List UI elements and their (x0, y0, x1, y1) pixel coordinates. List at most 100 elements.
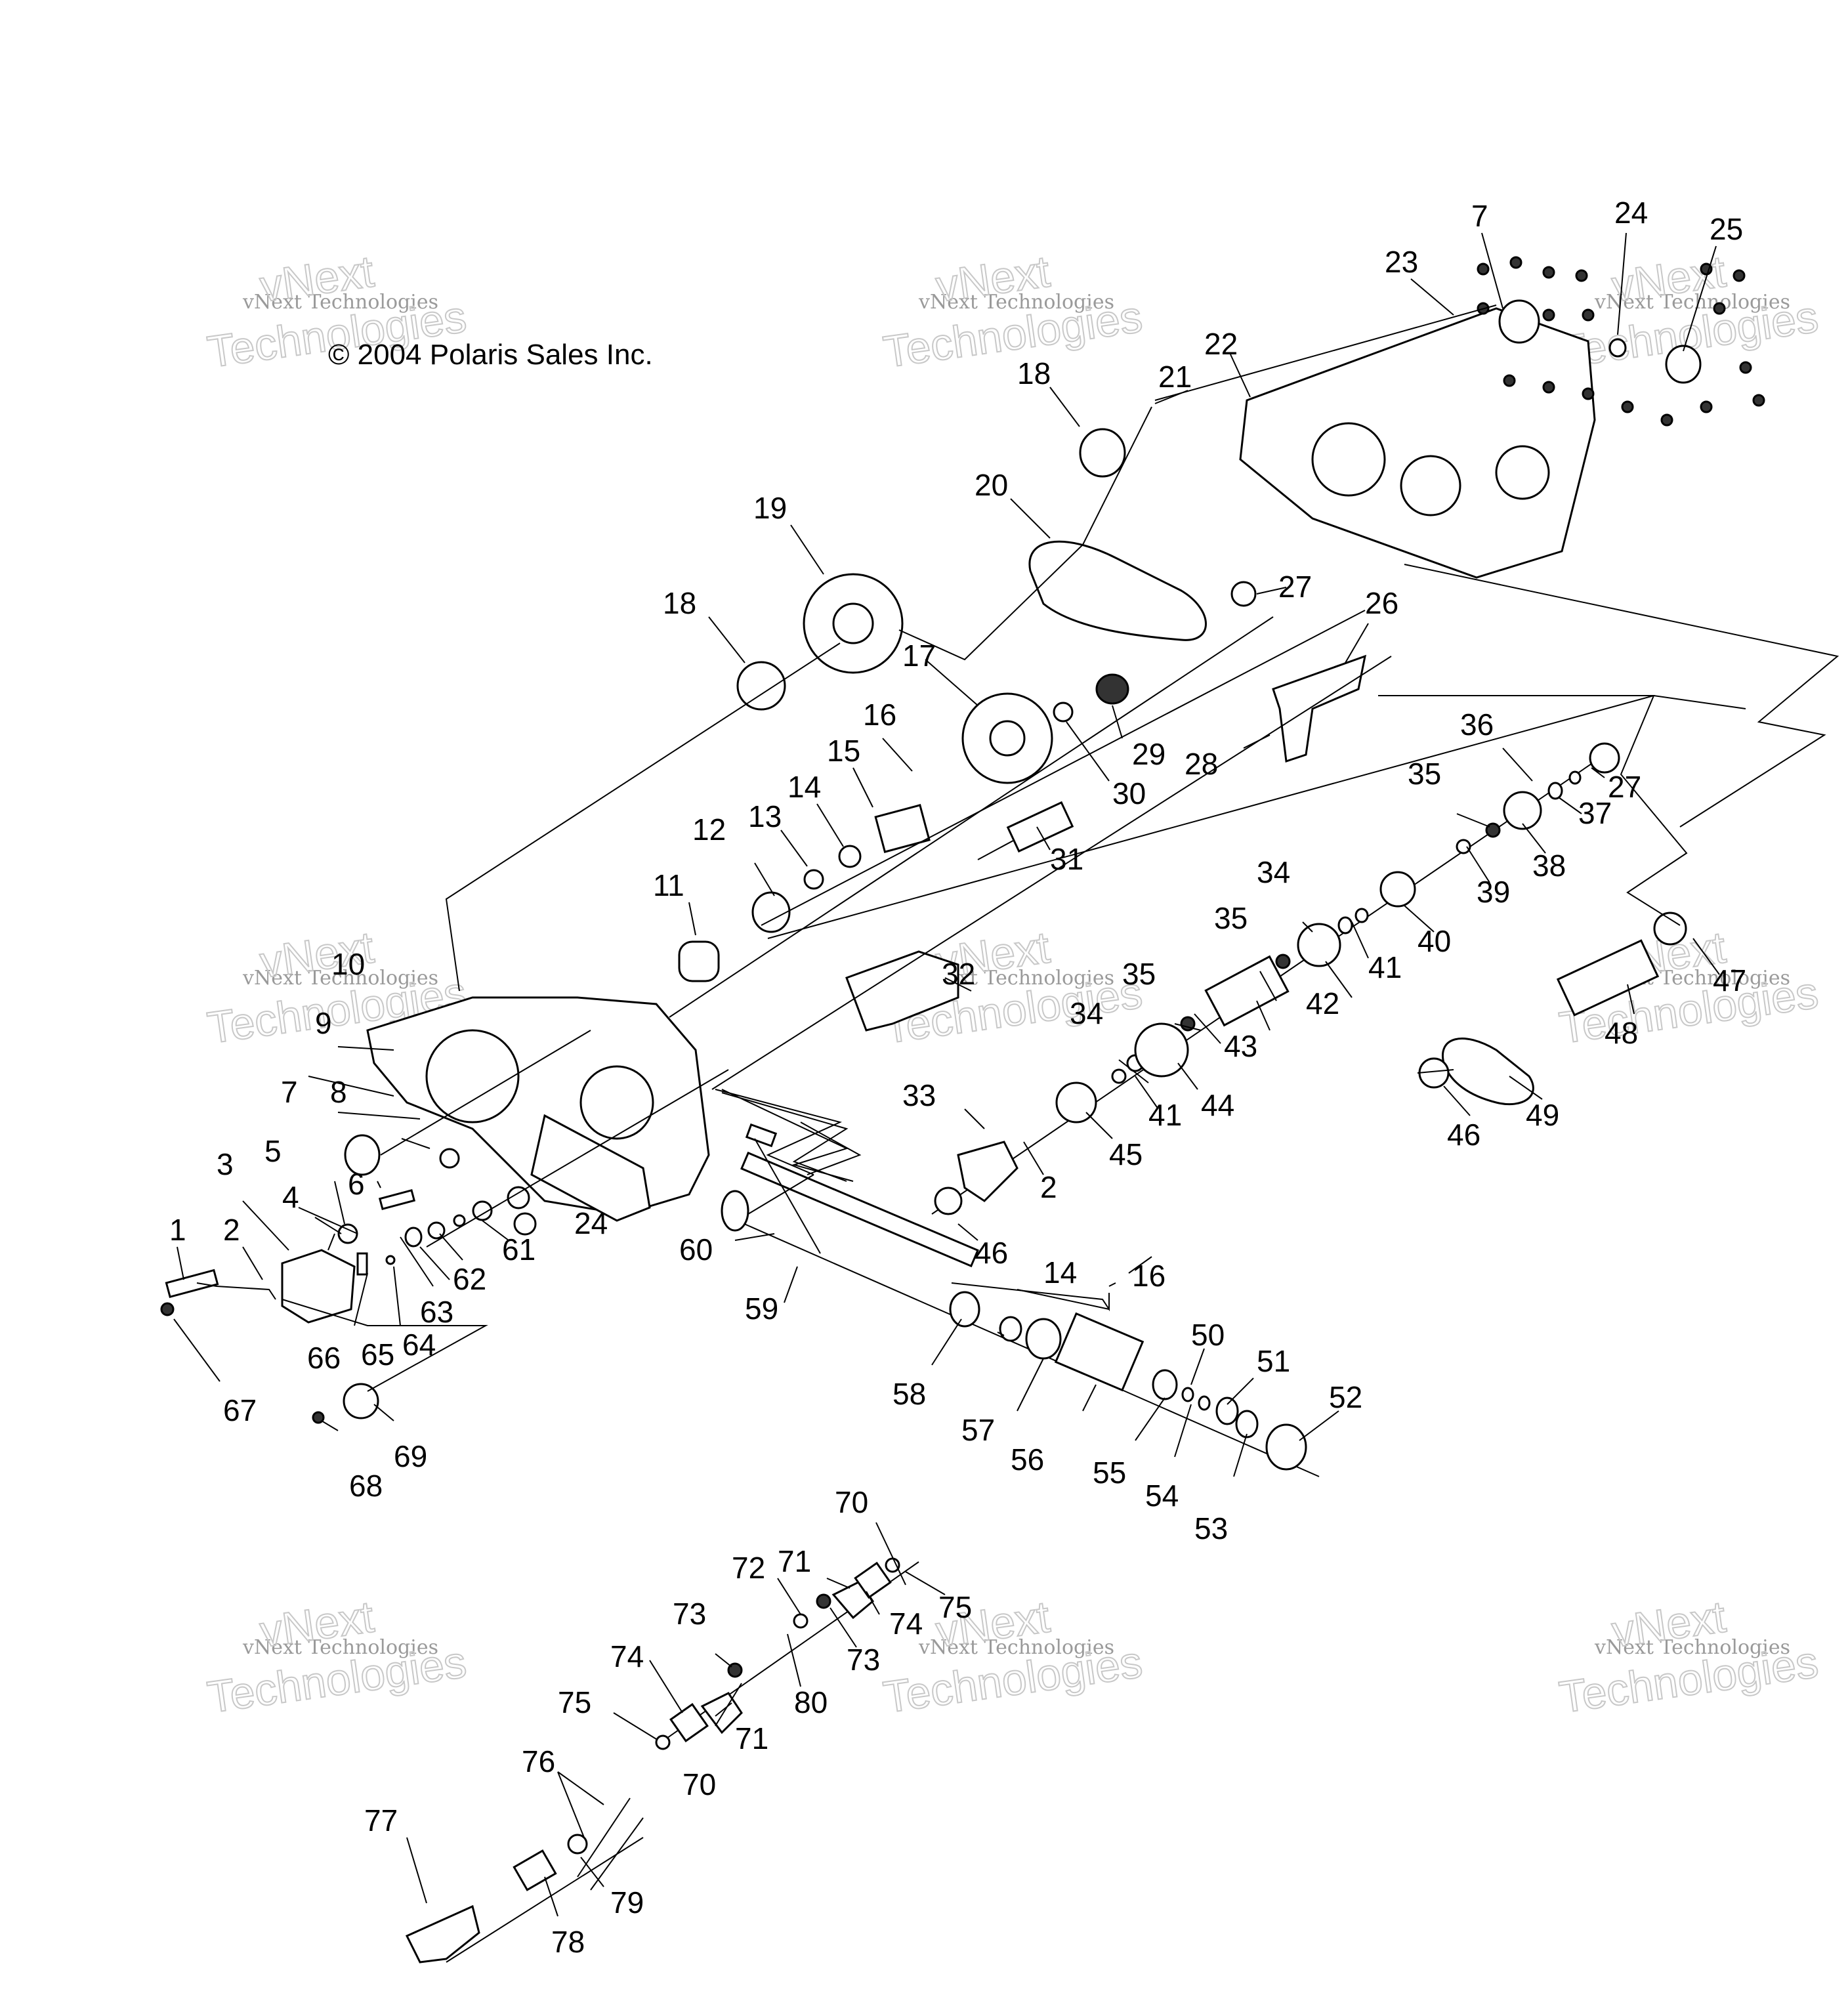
callout-23: 23 (1385, 245, 1418, 279)
callout-39: 39 (1477, 875, 1510, 909)
callout-10: 10 (331, 947, 365, 981)
gear-drawing (1204, 955, 1290, 1027)
watermark-text: vNext Technologies (242, 1636, 438, 1659)
bearing-bore (1495, 445, 1550, 500)
gear-drawing (1134, 1022, 1189, 1078)
callout-44: 44 (1201, 1088, 1234, 1122)
flange-drawing (957, 1141, 1018, 1202)
bearing-drawing (1653, 912, 1687, 946)
callout-63: 63 (420, 1295, 453, 1329)
lever-drawing (343, 1383, 379, 1419)
callout-49: 49 (1526, 1098, 1559, 1132)
seal-drawing (736, 661, 786, 711)
callout-58: 58 (892, 1377, 926, 1411)
callout-14: 14 (788, 770, 821, 804)
sensor-drawing (745, 1123, 778, 1148)
callout-79: 79 (610, 1885, 644, 1920)
bearing-drawing (949, 1291, 980, 1328)
watermark-text: vNext Technologies (1594, 291, 1790, 314)
case-bore (579, 1065, 654, 1140)
callout-40: 40 (1418, 924, 1451, 958)
copyright-text: © 2004 Polaris Sales Inc. (328, 339, 653, 371)
callout-62: 62 (453, 1262, 486, 1296)
plate-drawing (281, 1249, 356, 1324)
callout-48: 48 (1605, 1016, 1638, 1050)
bearing-drawing (1485, 822, 1501, 838)
callout-65: 65 (361, 1337, 394, 1372)
callout-11: 11 (653, 868, 684, 902)
washer-drawing (793, 1613, 808, 1629)
leader-lines (173, 232, 1720, 1917)
callout-18: 18 (663, 586, 696, 620)
callout-14: 14 (1043, 1255, 1077, 1290)
detent-drawing (816, 1593, 831, 1609)
pin-drawing (590, 1817, 644, 1891)
callout-21: 21 (1158, 360, 1192, 394)
callout-22: 22 (1204, 327, 1238, 361)
callout-77: 77 (364, 1803, 398, 1838)
callout-78: 78 (551, 1925, 585, 1959)
callout-52: 52 (1329, 1380, 1362, 1414)
callout-4: 4 (282, 1180, 299, 1214)
callout-29: 29 (1132, 737, 1166, 771)
seal-drawing (1079, 428, 1126, 478)
callout-34: 34 (1070, 996, 1103, 1030)
bearing-drawing (1180, 1016, 1196, 1032)
link-drawing (165, 1269, 219, 1299)
bearing-bore (1400, 455, 1461, 516)
ring-drawing (1456, 839, 1471, 854)
ring-drawing (1547, 782, 1563, 800)
callout-25: 25 (1710, 212, 1743, 246)
callout-76: 76 (522, 1744, 555, 1778)
callout-60: 60 (679, 1232, 713, 1267)
case-bore (425, 1029, 520, 1124)
callout-31: 31 (1050, 842, 1083, 876)
callout-35: 35 (1122, 957, 1156, 991)
hub-drawing (1379, 871, 1416, 908)
callout-42: 42 (1306, 986, 1339, 1020)
callout-15: 15 (827, 734, 860, 768)
motor-drawing (530, 1114, 651, 1222)
spring-drawing (854, 1561, 892, 1599)
callout-75: 75 (938, 1590, 972, 1624)
seal-drawing (1498, 299, 1540, 344)
callout-13: 13 (748, 799, 782, 833)
callout-28: 28 (1185, 747, 1218, 781)
callout-3: 3 (217, 1147, 234, 1181)
callout-71: 71 (735, 1721, 768, 1755)
clutch-drawing (1054, 1312, 1144, 1392)
callout-5: 5 (264, 1134, 282, 1168)
bolt-group (1477, 256, 1765, 427)
cover-plate-drawing (1239, 307, 1596, 579)
callout-12: 12 (692, 812, 726, 847)
watermark: vNext Technologies vNext Technologies (204, 1591, 471, 1723)
spring-drawing (356, 1252, 368, 1276)
tray-drawing (845, 950, 959, 1032)
pin-drawing (378, 1188, 416, 1211)
callout-43: 43 (1224, 1029, 1257, 1063)
ring-drawing (999, 1316, 1022, 1342)
callout-59: 59 (745, 1292, 778, 1326)
ring-drawing (1568, 770, 1582, 785)
ring-drawing (803, 869, 824, 890)
callout-6: 6 (348, 1167, 365, 1201)
output-shaft-drawing (678, 940, 720, 982)
callout-72: 72 (732, 1551, 765, 1585)
callout-70: 70 (835, 1485, 868, 1519)
gear-drawing (567, 1834, 588, 1855)
callout-32: 32 (942, 957, 975, 991)
callout-75: 75 (558, 1685, 591, 1719)
belt-drawing (1028, 540, 1207, 641)
bearing-drawing (934, 1186, 963, 1215)
callout-35: 35 (1408, 757, 1441, 791)
callout-47: 47 (1713, 963, 1746, 998)
callout-69: 69 (394, 1439, 427, 1473)
bearing-drawing (472, 1200, 493, 1221)
callout-1: 1 (169, 1213, 186, 1247)
callout-19: 19 (753, 491, 787, 525)
nut-drawing (160, 1302, 175, 1316)
ring-drawing (1025, 1318, 1062, 1360)
bearing-drawing (1275, 954, 1291, 969)
gear-drawing (404, 1227, 423, 1248)
